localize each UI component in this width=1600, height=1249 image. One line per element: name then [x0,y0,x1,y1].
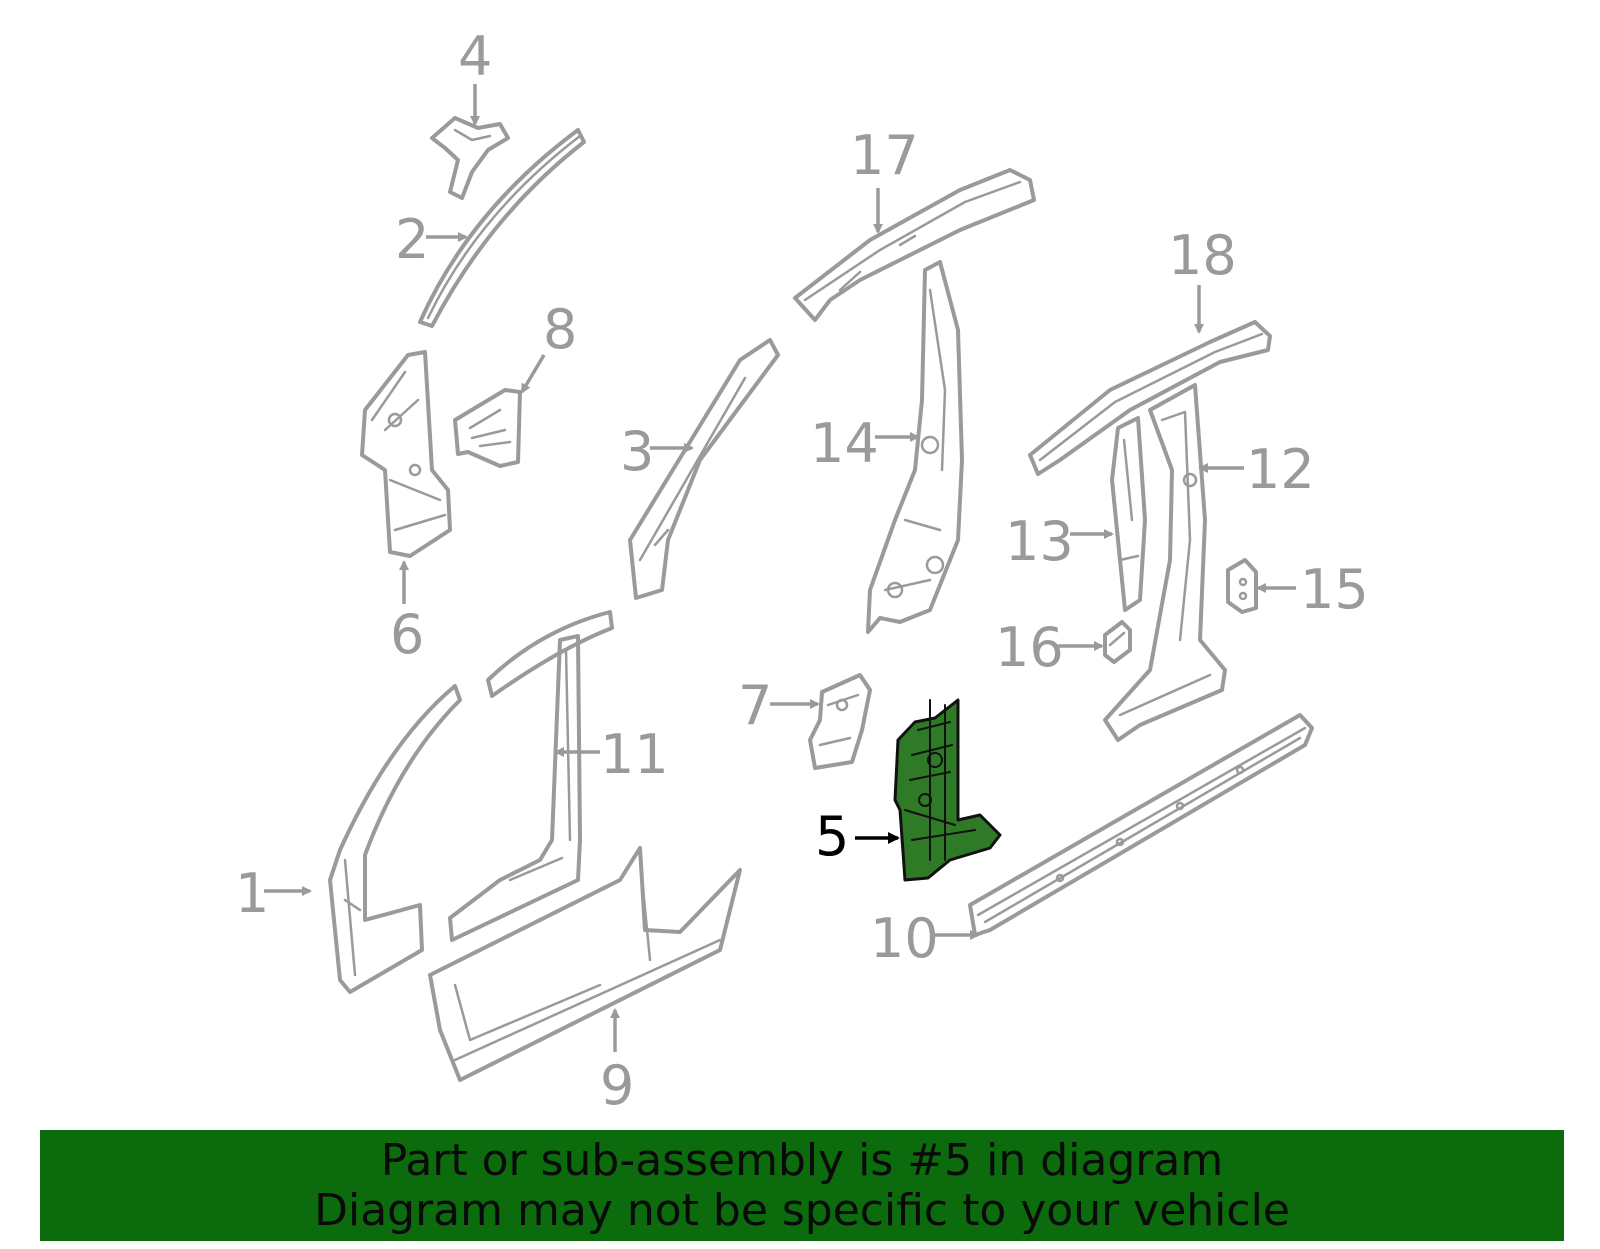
callout-8: 8 [543,298,577,361]
banner-line-1: Part or sub-assembly is #5 in diagram [380,1134,1224,1186]
callout-10: 10 [870,907,939,970]
callout-18: 18 [1168,224,1237,287]
parts-diagram: 4 2 8 6 3 17 14 18 12 13 15 16 7 5 11 1 … [235,25,1369,1117]
callout-1: 1 [235,862,269,925]
callout-11: 11 [600,723,669,786]
part-16[interactable] [1103,620,1132,664]
part-13[interactable] [1110,416,1147,612]
info-banner: Part or sub-assembly is #5 in diagram Di… [40,1130,1564,1241]
part-17[interactable] [793,168,1036,322]
callout-17: 17 [850,124,919,187]
callout-12: 12 [1246,438,1315,501]
callout-14: 14 [810,412,879,475]
callout-4: 4 [458,25,492,88]
callout-13: 13 [1005,510,1074,573]
part-5[interactable] [893,698,1002,882]
part-7[interactable] [808,673,872,770]
callout-16: 16 [995,616,1064,679]
part-2[interactable] [418,128,586,328]
callout-15: 15 [1300,558,1369,621]
leader-lines [264,84,1296,1052]
part-9[interactable] [428,846,742,1082]
callout-5: 5 [815,805,849,868]
part-18[interactable] [1028,320,1272,476]
callout-7: 7 [738,674,772,737]
callout-2: 2 [395,208,429,271]
part-11[interactable] [448,610,614,942]
part-12[interactable] [1103,383,1227,742]
callout-6: 6 [390,603,424,666]
part-3[interactable] [628,338,780,600]
part-14[interactable] [866,260,964,634]
part-1[interactable] [328,684,462,994]
callout-9: 9 [600,1054,634,1117]
callout-3: 3 [620,420,654,483]
part-15[interactable] [1226,558,1258,614]
part-6[interactable] [360,350,452,558]
part-8[interactable] [453,388,522,468]
banner-line-2: Diagram may not be specific to your vehi… [314,1184,1290,1236]
part-10[interactable] [968,713,1314,937]
part-4[interactable] [430,116,510,200]
